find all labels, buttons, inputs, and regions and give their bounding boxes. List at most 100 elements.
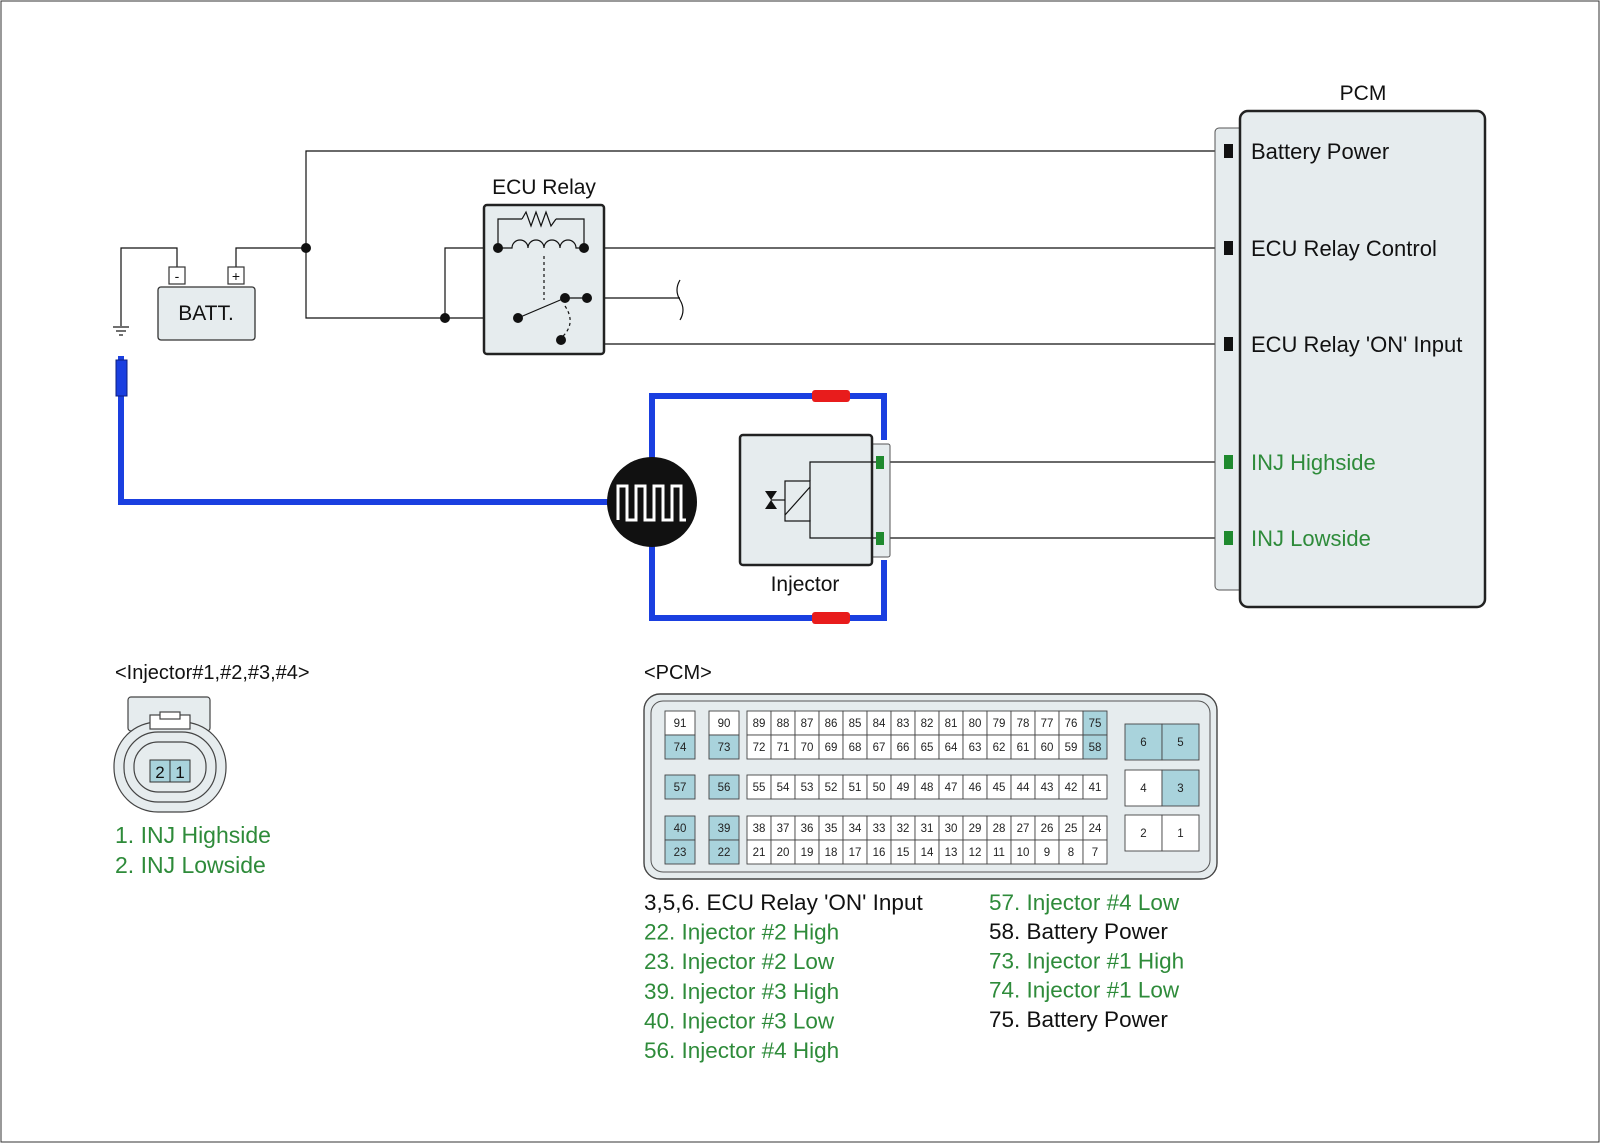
pcm-pin-label: 25	[1065, 823, 1078, 835]
pcm-pin-label: 34	[849, 823, 862, 835]
pcm-pin-cell	[1058, 774, 1084, 800]
junction-dot	[440, 313, 450, 323]
pcm-pin-label: 21	[753, 847, 766, 859]
pcm-pin-cell	[986, 734, 1012, 760]
pcm-pin-label: 33	[873, 823, 886, 835]
pcm-pin-cell	[794, 734, 820, 760]
pcm-pin-label: 52	[825, 782, 838, 794]
pcm-pin-label: 37	[777, 823, 790, 835]
pcm-pin-label: 64	[945, 742, 958, 754]
pcm-legend-item: 58. Battery Power	[989, 919, 1168, 944]
wire-batt-negative	[120, 247, 178, 326]
pcm-pin-cell	[664, 815, 696, 841]
pcm-pin-label: 89	[753, 718, 766, 730]
pcm-pin-cell	[818, 710, 844, 736]
pcm-pin-cell	[1010, 734, 1036, 760]
pcm-pin-label: 74	[674, 742, 687, 754]
pcm-pin-label: 29	[969, 823, 982, 835]
pcm-terminal-label: ECU Relay Control	[1251, 236, 1437, 261]
ecu-relay: ECU Relay	[482, 176, 606, 356]
pcm-pin-label: 76	[1065, 718, 1078, 730]
pcm-pin-label: 38	[753, 823, 766, 835]
battery-negative-label: -	[175, 268, 180, 284]
probe-red-band-top	[812, 390, 850, 402]
pcm-pin-label: 79	[993, 718, 1006, 730]
pcm-pin-label: 83	[897, 718, 910, 730]
pcm-pin-cell	[866, 734, 892, 760]
pcm-pin-cell	[914, 774, 940, 800]
wire-battery-power	[305, 150, 1228, 248]
pcm-legend-item: 75. Battery Power	[989, 1007, 1168, 1032]
injector-connector: <Injector#1,#2,#3,#4> 2 1 1. INJ Highsid…	[113, 662, 310, 878]
pcm-pin-label: 57	[674, 782, 687, 794]
pcm-terminal-pin	[1224, 144, 1233, 158]
pcm-pin-label: 8	[1068, 847, 1074, 859]
pcm-pin-cell	[962, 774, 988, 800]
pcm-pin-cell	[794, 774, 820, 800]
pcm-pin-label: 80	[969, 718, 982, 730]
pcm-pin-cell	[962, 815, 988, 841]
pcm-pin-cell	[1082, 815, 1108, 841]
pcm-legend-item: 56. Injector #4 High	[644, 1038, 839, 1063]
pcm-pin-cell	[664, 734, 696, 760]
pcm-pin-label: 42	[1065, 782, 1078, 794]
pcm-pin-label: 28	[993, 823, 1006, 835]
pcm-pin-label: 16	[873, 847, 886, 859]
pcm-terminal-label: INJ Highside	[1251, 450, 1376, 475]
pcm-pin-cell	[746, 774, 772, 800]
pcm-pin-cell	[1161, 723, 1200, 761]
junction-dot	[301, 243, 311, 253]
pcm-pin-cell	[708, 839, 740, 865]
pcm-terminal-pin	[1224, 337, 1233, 351]
pcm-pin-label: 91	[674, 718, 687, 730]
pcm-legend-item: 22. Injector #2 High	[644, 920, 839, 945]
pcm-pin-cell	[914, 815, 940, 841]
pcm-pin-label: 86	[825, 718, 838, 730]
pcm-legend-item: 40. Injector #3 Low	[644, 1008, 835, 1033]
pcm-pin-cell	[664, 710, 696, 736]
pcm-legend-item: 39. Injector #3 High	[644, 979, 839, 1004]
wire-coil-feed	[444, 247, 498, 318]
pcm-pin-cell	[708, 815, 740, 841]
injector-terminal-low	[876, 532, 884, 545]
ground-icon	[113, 326, 129, 336]
pcm-pin-label: 75	[1089, 718, 1102, 730]
pcm-pin-cell	[962, 734, 988, 760]
pcm-pin-label: 44	[1017, 782, 1030, 794]
injector-legend-item: 2. INJ Lowside	[115, 852, 266, 878]
battery-positive-label: +	[232, 268, 240, 284]
pcm-pin-cell	[866, 839, 892, 865]
pcm-pin-label: 30	[945, 823, 958, 835]
pcm-pin-label: 63	[969, 742, 982, 754]
pcm-pin-label: 32	[897, 823, 910, 835]
pcm-pin-label: 66	[897, 742, 910, 754]
pcm-pin-label: 72	[753, 742, 766, 754]
pcm-pin-label: 1	[1177, 828, 1183, 840]
pcm-pin-cell	[708, 710, 740, 736]
pcm-pin-cell	[890, 774, 916, 800]
pcm-pin-cell	[794, 839, 820, 865]
pcm-pin-label: 17	[849, 847, 862, 859]
pcm-pin-cell	[1058, 710, 1084, 736]
injector-label: Injector	[771, 573, 840, 596]
pcm-pin-label: 70	[801, 742, 814, 754]
pcm-pin-label: 43	[1041, 782, 1054, 794]
junction-dots	[301, 243, 450, 323]
pcm-pin-cell	[866, 815, 892, 841]
pcm-pin-cell	[962, 839, 988, 865]
injector-pin-label: 1	[175, 763, 184, 782]
pcm-pin-label: 65	[921, 742, 934, 754]
pcm-pin-cell	[818, 839, 844, 865]
pcm-pin-cell	[914, 839, 940, 865]
pcm-pin-label: 67	[873, 742, 886, 754]
pcm-pin-label: 39	[718, 823, 731, 835]
pcm-pin-cell	[1082, 734, 1108, 760]
pcm-pin-cell	[1124, 723, 1163, 761]
pcm-pin-label: 5	[1177, 737, 1183, 749]
pcm-pin-label: 35	[825, 823, 838, 835]
pcm-pin-cell	[794, 815, 820, 841]
pcm-pin-label: 46	[969, 782, 982, 794]
pcm-pin-cell	[708, 774, 740, 800]
